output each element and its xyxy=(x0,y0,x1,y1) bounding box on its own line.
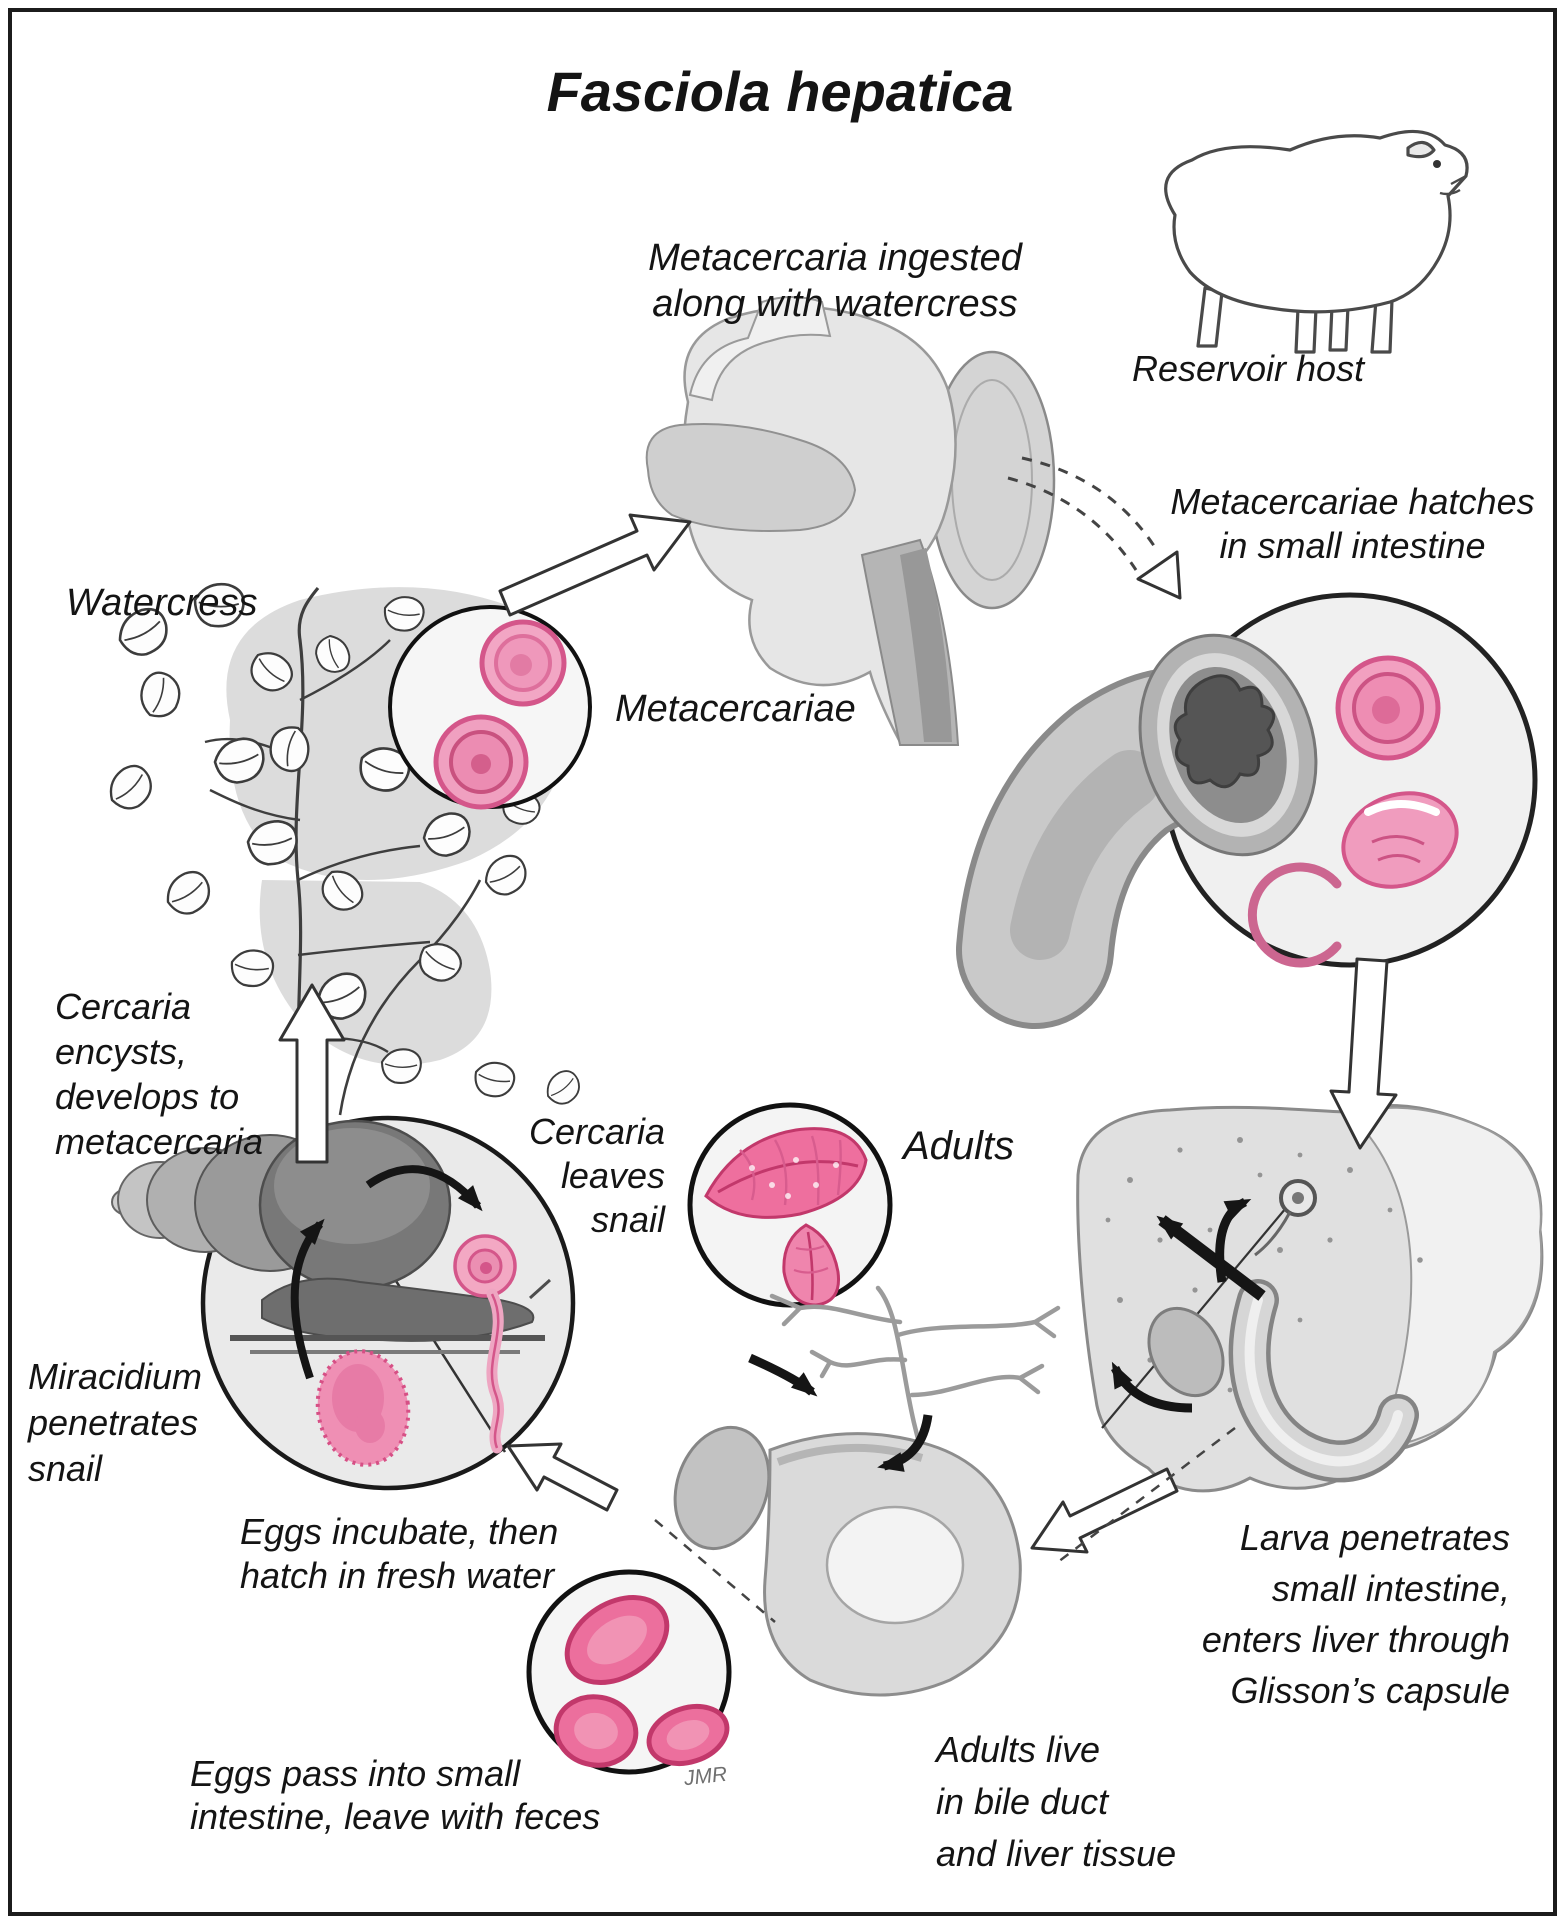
label-miracidium-penetrates: Miracidium penetrates snail xyxy=(28,1356,203,1489)
label-adults: Adults xyxy=(903,1124,1015,1168)
liver-to-feces-arrow xyxy=(1030,1467,1179,1554)
snail-to-cercaria-arrow xyxy=(365,1165,483,1212)
artist-signature: JMR xyxy=(682,1762,729,1791)
label-cercaria-leaves-snail: Cercaria leaves snail xyxy=(528,1111,665,1240)
eggs-circle xyxy=(526,1569,732,1775)
label-larva-penetrates: Larva penetrates small intestine, enters… xyxy=(1201,1517,1510,1711)
hatching-metacercariae-icons xyxy=(1247,655,1459,968)
label-metacercariae: Metacercariae xyxy=(615,688,856,730)
snail-circle xyxy=(111,1115,576,1491)
dashed-connectors xyxy=(654,456,1236,1623)
gallbladder-icon xyxy=(1147,1306,1225,1398)
metacercaria-cyst-icon xyxy=(433,619,567,810)
adults-circle xyxy=(687,1102,893,1308)
intestine-tube xyxy=(956,633,1318,1029)
diagram-title: Fasciola hepatica xyxy=(546,60,1014,123)
miracidium-icon xyxy=(315,1349,411,1467)
metacercariae-circle xyxy=(388,605,592,810)
adult-fluke-icons xyxy=(704,1127,868,1307)
duodenum-icon xyxy=(1228,1279,1419,1483)
cercaria-icon xyxy=(453,1234,517,1454)
gallbladder-arrow xyxy=(1110,1361,1193,1413)
label-watercress: Watercress xyxy=(66,582,258,624)
label-adults-live: Adults live in bile duct and liver tissu… xyxy=(936,1729,1177,1874)
to-bile-duct-arrow xyxy=(1215,1197,1252,1283)
liver-arrows xyxy=(1110,1197,1266,1413)
mouth-throat-illustration xyxy=(645,296,1056,746)
intestine-circle xyxy=(956,592,1538,1029)
fluke-egg-icons xyxy=(553,1595,730,1768)
cycle-arrows-in-snail xyxy=(290,1165,483,1380)
watercress-to-mouth-arrow xyxy=(498,513,692,617)
label-eggs-pass: Eggs pass into small intestine, leave wi… xyxy=(190,1753,601,1837)
label-reservoir-host: Reservoir host xyxy=(1132,348,1365,389)
label-cercaria-encysts: Cercaria encysts, develops to metacercar… xyxy=(55,986,264,1162)
stage-arrows xyxy=(278,513,1398,1554)
mouth-to-intestine-arrowhead xyxy=(1136,550,1182,600)
intestine-to-liver-arrow xyxy=(1329,957,1398,1150)
miracidium-to-snail-arrow xyxy=(290,1218,325,1380)
bile-flow-arrows xyxy=(748,1353,933,1472)
label-eggs-incubate: Eggs incubate, then hatch in fresh water xyxy=(240,1511,559,1596)
snail-to-watercress-arrow xyxy=(278,983,346,1164)
sheep-illustration xyxy=(1164,129,1469,354)
larva-migration-arrow xyxy=(1156,1215,1266,1301)
liver-illustration xyxy=(1076,1104,1544,1493)
label-metacercaria-ingested: Metacercaria ingested along with watercr… xyxy=(648,237,1022,326)
label-metacercariae-hatches: Metacercariae hatches in small intestine xyxy=(1170,481,1535,566)
eggs-to-snail-arrow xyxy=(506,1442,619,1512)
